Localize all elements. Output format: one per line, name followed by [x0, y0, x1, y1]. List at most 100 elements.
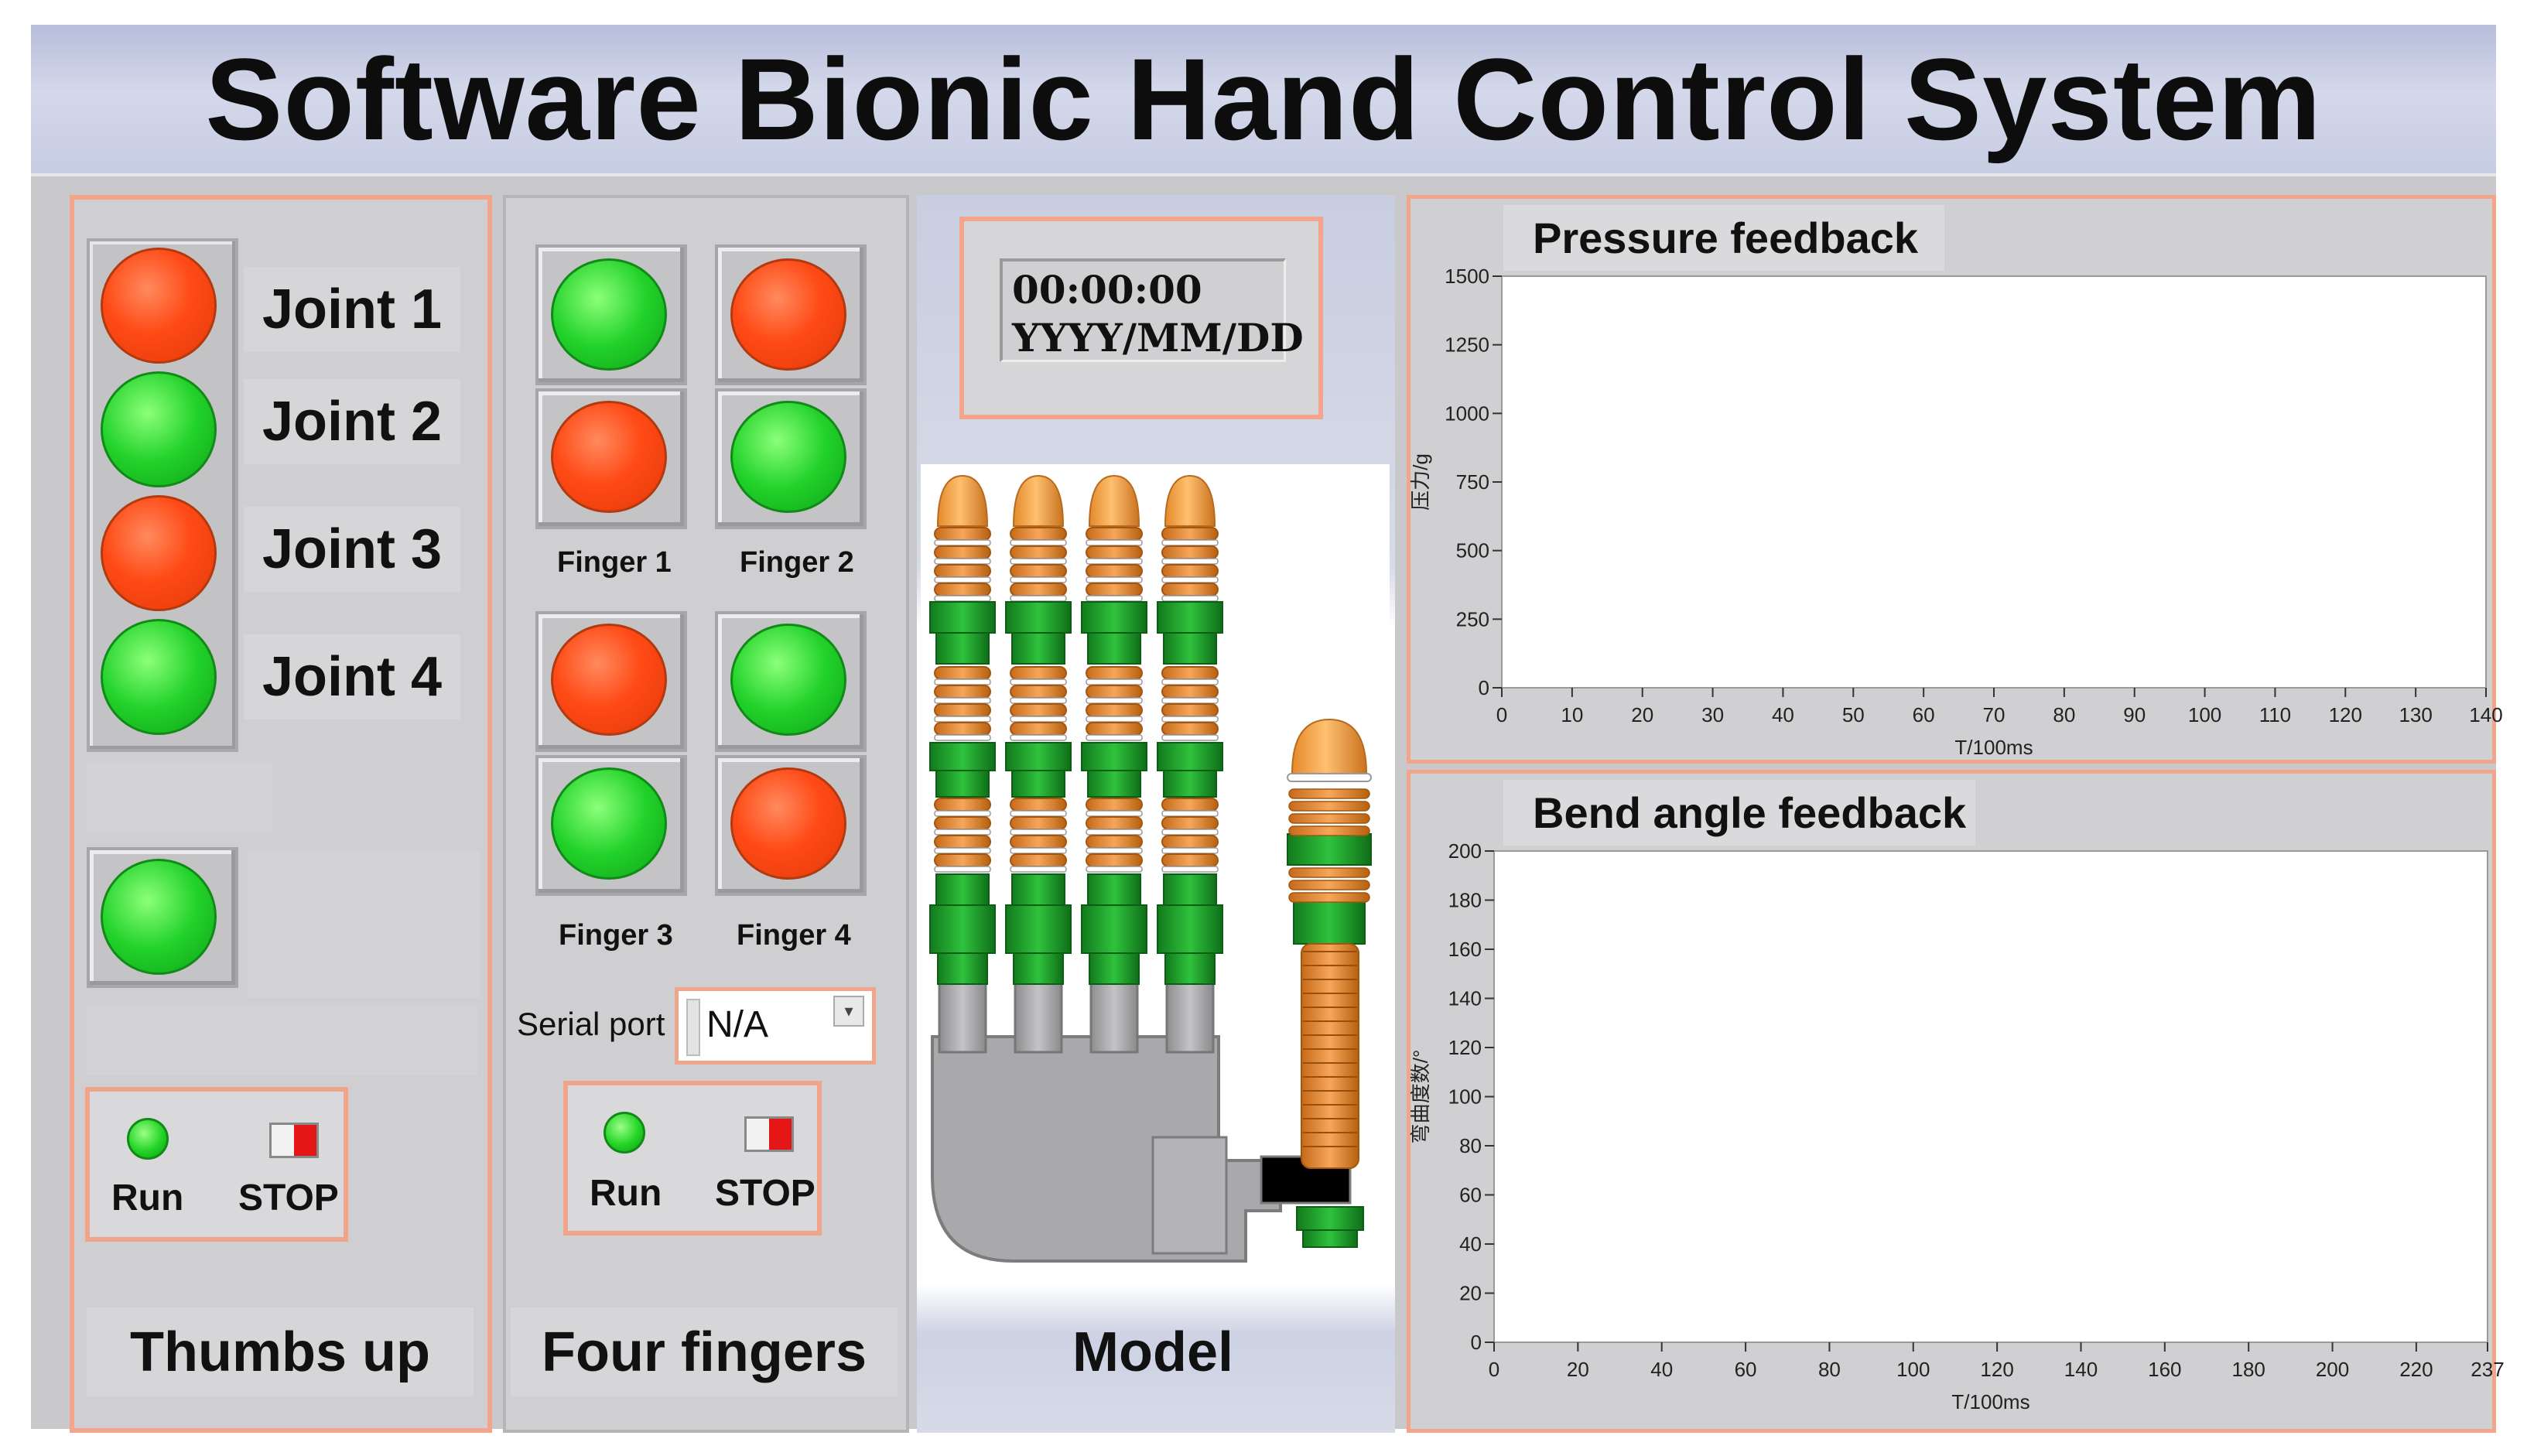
- joint-2-label: Joint 2: [244, 379, 460, 464]
- app-title: Software Bionic Hand Control System: [205, 33, 2322, 164]
- clock-display: 00:00:00 YYYY/MM/DD: [959, 217, 1323, 419]
- clock-readout: 00:00:00 YYYY/MM/DD: [1000, 258, 1304, 362]
- fingers-run-stop-group: Run STOP: [563, 1081, 822, 1236]
- title-bar: Software Bionic Hand Control System: [31, 25, 2496, 176]
- fingers-run-button[interactable]: [604, 1112, 645, 1154]
- finger-model-body-1: [929, 474, 996, 985]
- x-axis-label: T/100ms: [1954, 736, 2033, 759]
- joint-1-label: Joint 1: [244, 267, 460, 352]
- finger-model-1: [938, 981, 987, 1054]
- thumb-blank-field-3: [87, 1006, 477, 1075]
- x-tick-label: 40: [1772, 703, 1794, 726]
- y-tick-label: 180: [1448, 889, 1482, 912]
- x-tick-label: 130: [2399, 703, 2432, 726]
- x-tick-label: 60: [1913, 703, 1935, 726]
- finger-1-upper-led: [551, 258, 667, 371]
- y-tick-label: 500: [1456, 539, 1489, 562]
- x-tick-label: 90: [2123, 703, 2146, 726]
- y-tick-label: 140: [1448, 987, 1482, 1010]
- x-tick-label: 0: [1489, 1358, 1499, 1381]
- y-tick-label: 0: [1479, 676, 1489, 699]
- finger-4-label: Finger 4: [737, 919, 851, 952]
- x-tick-label: 180: [2231, 1358, 2265, 1381]
- joint-4-led: [101, 619, 217, 735]
- fingers-run-label: Run: [590, 1173, 662, 1214]
- y-tick-label: 1000: [1445, 402, 1489, 425]
- joint-4-label: Joint 4: [244, 634, 460, 719]
- y-tick-label: 200: [1448, 839, 1482, 863]
- y-tick-label: 750: [1456, 470, 1489, 494]
- y-axis-label: 压力/g: [1409, 453, 1432, 511]
- y-axis-label: 弯曲度数/°: [1409, 1050, 1432, 1144]
- x-tick-label: 80: [1818, 1358, 1841, 1381]
- x-tick-label: 30: [1701, 703, 1724, 726]
- x-tick-label: 120: [2329, 703, 2362, 726]
- joint-3-label: Joint 3: [244, 507, 460, 592]
- y-tick-label: 1250: [1445, 333, 1489, 357]
- x-tick-label: 50: [1842, 703, 1865, 726]
- x-tick-label: 70: [1983, 703, 2006, 726]
- finger-1-label: Finger 1: [557, 546, 672, 579]
- x-tick-label: 10: [1561, 703, 1583, 726]
- x-tick-label: 120: [1980, 1358, 2013, 1381]
- finger-model-body-3: [1081, 474, 1147, 985]
- fingers-stop-label: STOP: [715, 1173, 816, 1214]
- y-tick-label: 160: [1448, 938, 1482, 961]
- x-tick-label: 40: [1650, 1358, 1673, 1381]
- joint-2-led: [101, 371, 217, 487]
- x-tick-label: 60: [1735, 1358, 1757, 1381]
- thumb-run-button[interactable]: [127, 1118, 169, 1160]
- thumb-run-label: Run: [111, 1177, 184, 1218]
- finger-4-lower-led: [730, 767, 846, 880]
- model-caption: Model: [1072, 1321, 1233, 1383]
- plot-area: [1493, 850, 2488, 1343]
- hand-model-area: [921, 464, 1390, 1277]
- finger-2-label: Finger 2: [740, 546, 854, 579]
- thumb-extra-led: [101, 859, 217, 975]
- finger-model-3: [1089, 981, 1139, 1054]
- x-tick-label: 200: [2316, 1358, 2349, 1381]
- y-tick-label: 1500: [1445, 265, 1489, 288]
- clock-time: 00:00:00: [1012, 267, 1202, 313]
- y-tick-label: 60: [1459, 1184, 1482, 1207]
- thumb-model: [1287, 718, 1372, 1248]
- y-tick-label: 100: [1448, 1085, 1482, 1109]
- y-tick-label: 40: [1459, 1232, 1482, 1256]
- y-tick-label: 120: [1448, 1036, 1482, 1059]
- finger-3-lower-led: [551, 767, 667, 880]
- pressure-chart-title: Pressure feedback: [1503, 205, 1944, 271]
- thumb-blank-field-1: [87, 762, 272, 832]
- x-tick-label: 20: [1567, 1358, 1589, 1381]
- bend-chart-title: Bend angle feedback: [1503, 780, 1975, 846]
- finger-model-body-4: [1157, 474, 1223, 985]
- x-tick-label: 20: [1631, 703, 1653, 726]
- finger-model-2: [1014, 981, 1063, 1054]
- thumb-blank-field-2: [248, 851, 480, 998]
- x-tick-label: 237: [2471, 1358, 2504, 1381]
- x-tick-label: 100: [2188, 703, 2221, 726]
- fingers-stop-button[interactable]: [744, 1116, 794, 1152]
- finger-2-upper-led: [730, 258, 846, 371]
- finger-3-upper-led: [551, 624, 667, 736]
- bionic-hand-illustration: [929, 474, 1372, 1263]
- x-tick-label: 140: [2064, 1358, 2098, 1381]
- x-tick-label: 160: [2148, 1358, 2181, 1381]
- x-tick-label: 80: [2053, 703, 2075, 726]
- bend-chart-panel: Bend angle feedback 0 20 40 60 80 100 120 140 16…: [1407, 770, 2505, 1433]
- thumb-run-stop-group: Run STOP: [85, 1087, 348, 1242]
- joint-1-led: [101, 248, 217, 364]
- x-tick-label: 100: [1896, 1358, 1930, 1381]
- serial-port-increment[interactable]: [686, 999, 700, 1056]
- serial-port-value: N/A: [706, 1004, 769, 1045]
- x-tick-label: 0: [1496, 703, 1507, 726]
- thumb-stop-button[interactable]: [269, 1123, 319, 1158]
- x-tick-label: 110: [2259, 703, 2291, 726]
- finger-2-lower-led: [730, 401, 846, 513]
- chevron-down-icon[interactable]: ▾: [833, 996, 864, 1027]
- serial-port-select[interactable]: N/A ▾: [675, 987, 876, 1065]
- y-tick-label: 0: [1471, 1331, 1482, 1354]
- x-tick-label: 220: [2399, 1358, 2433, 1381]
